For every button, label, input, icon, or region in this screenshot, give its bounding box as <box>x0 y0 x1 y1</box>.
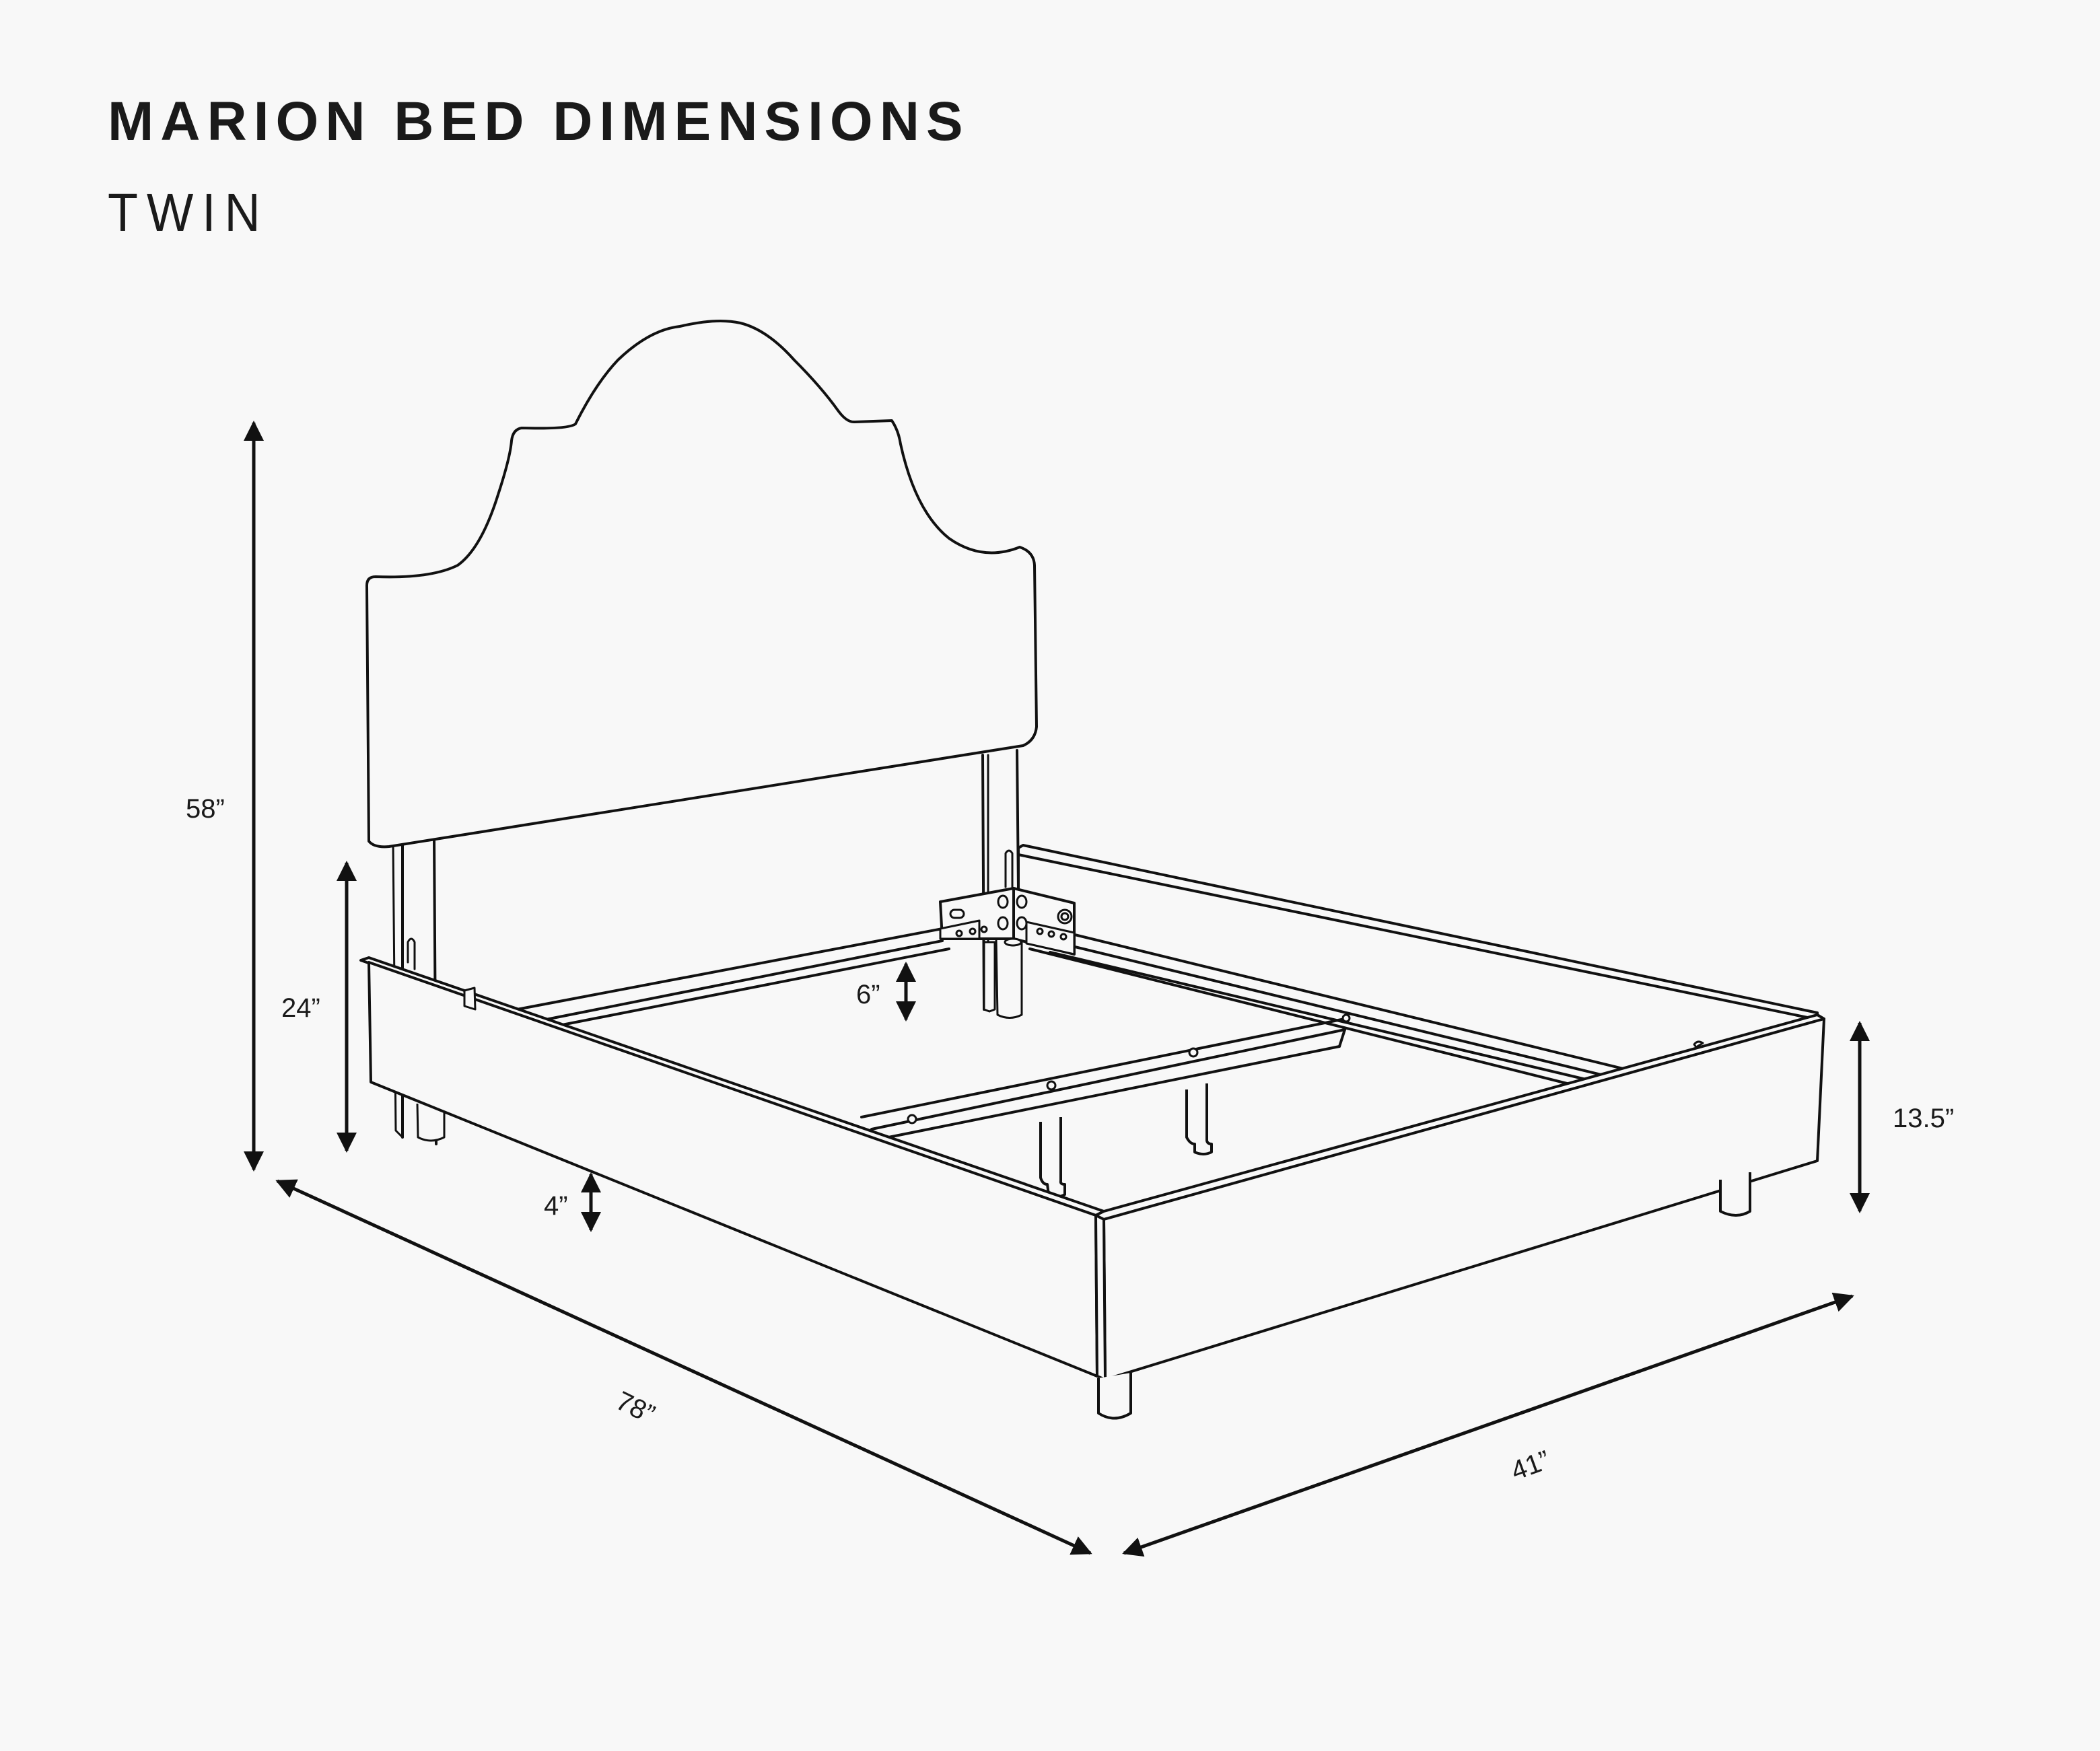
label-height-4: 4” <box>544 1191 568 1221</box>
front-rail <box>1094 1013 1825 1381</box>
inner-ledge-rails <box>516 927 1644 1094</box>
label-height-24: 24” <box>281 993 320 1023</box>
label-height-13-5: 13.5” <box>1893 1104 1955 1133</box>
headboard-right-posts <box>981 749 1023 1019</box>
page-title: MARION BED DIMENSIONS <box>108 91 970 152</box>
length-78-arrow <box>275 1179 1092 1555</box>
headboard-panel <box>365 319 1038 849</box>
width-41-arrow <box>1122 1292 1854 1557</box>
label-height-58: 58” <box>186 794 225 824</box>
dimension-arrows <box>244 421 1870 1557</box>
bed-size-subtitle: TWIN <box>108 182 269 242</box>
corner-bracket <box>939 887 1076 956</box>
label-height-6: 6” <box>856 980 880 1009</box>
right-side-rail <box>1017 844 1819 1021</box>
left-side-rail <box>359 956 1105 1378</box>
